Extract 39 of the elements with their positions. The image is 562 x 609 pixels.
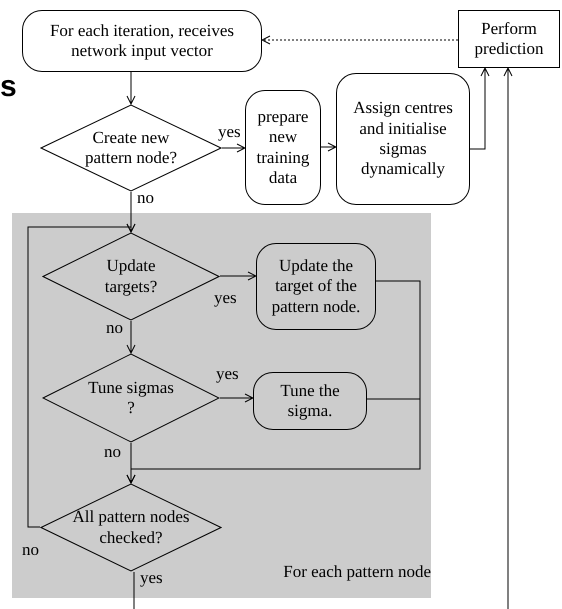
process-box xyxy=(458,10,560,68)
rounded-process-box xyxy=(256,243,376,330)
node-text: All pattern nodes checked? xyxy=(71,507,191,548)
edge-label: no xyxy=(104,442,121,462)
node-text: Update the target of the pattern node. xyxy=(270,256,362,318)
node-text: Create new pattern node? xyxy=(84,128,178,168)
loop-region xyxy=(12,213,431,598)
edge-label: no xyxy=(137,188,154,208)
node-text: Assign centres and initialise sigmas dynamically xyxy=(352,98,454,180)
node-text: prepare new training data xyxy=(256,106,310,188)
node-text: Tune the sigma. xyxy=(279,380,341,422)
arrow xyxy=(262,36,458,44)
edge-label: yes xyxy=(218,122,241,142)
edge-label: yes xyxy=(140,568,163,588)
node-text: Tune sigmas ? xyxy=(87,378,175,418)
arrow xyxy=(470,68,490,150)
edge-label: no xyxy=(22,540,39,560)
rounded-process-box xyxy=(22,10,262,72)
edge-label: no xyxy=(106,318,123,338)
arrow xyxy=(222,144,246,152)
cropped-heading-text: s xyxy=(0,72,17,102)
rounded-process-box xyxy=(245,90,321,205)
arrow xyxy=(220,394,254,402)
rounded-process-box xyxy=(253,372,367,430)
arrow xyxy=(126,72,136,104)
rounded-process-box xyxy=(336,73,470,205)
arrow xyxy=(504,68,512,609)
edge-label: yes xyxy=(216,364,239,384)
edge-label: yes xyxy=(214,288,237,308)
arrow xyxy=(320,142,336,152)
node-text: Update targets? xyxy=(104,256,158,297)
arrow xyxy=(126,442,136,484)
region-label: For each pattern node xyxy=(283,562,431,582)
arrow xyxy=(220,272,256,280)
decision-diamond xyxy=(40,483,222,572)
node-text: Perform prediction xyxy=(474,18,544,60)
arrow xyxy=(126,320,136,354)
arrow xyxy=(28,224,136,528)
node-text: For each iteration, receives network input vector xyxy=(48,20,236,62)
